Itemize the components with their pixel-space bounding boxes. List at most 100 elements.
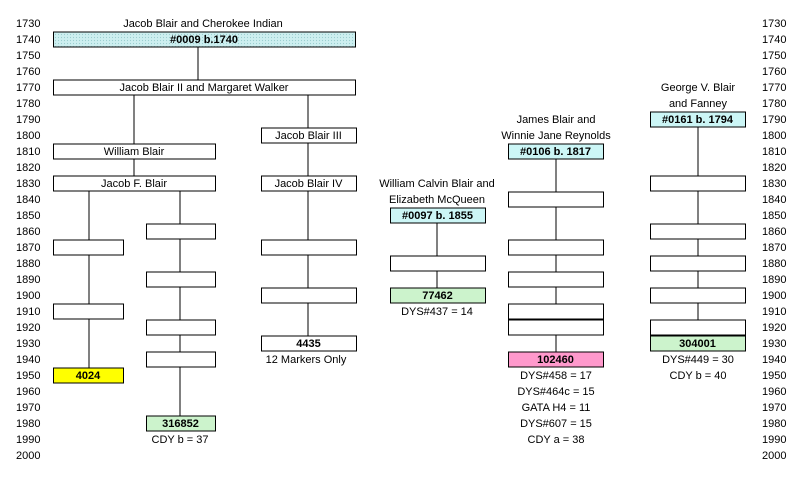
person-box [146,415,216,432]
year-label-left: 1990 [16,434,40,446]
annotation-labels: Jacob Blair and Cherokee Indian 12 Marker… [123,18,735,446]
person-box [508,239,604,256]
year-label-left: 2000 [16,450,40,462]
person-box-label: 304001 [679,338,716,350]
year-label-right: 1990 [762,434,786,446]
year-label-right: 1850 [762,210,786,222]
year-label-left: 1970 [16,402,40,414]
person-box [508,303,604,320]
year-label-left: 1750 [16,50,40,62]
year-label-left: 1830 [16,178,40,190]
person-box-label: 316852 [162,418,199,430]
annotation-label: James Blair and [517,114,596,126]
person-box [390,207,486,224]
year-label-left: 1820 [16,162,40,174]
person-box [508,191,604,208]
year-label-right: 1910 [762,306,786,318]
person-box-label: #0161 b. 1794 [662,114,734,126]
year-label-right: 1880 [762,258,786,270]
year-label-left: 1920 [16,322,40,334]
annotation-label: CDY b = 37 [152,434,209,446]
annotation-label: and Fanney [669,98,728,110]
person-box [650,223,746,240]
year-label-right: 1960 [762,386,786,398]
person-box [53,31,356,48]
annotation-label: DYS#437 = 14 [401,306,473,318]
year-label-right: 1860 [762,226,786,238]
person-box-label: 4435 [296,338,320,350]
year-label-right: 1730 [762,18,786,30]
year-label-left: 1960 [16,386,40,398]
year-label-right: 1740 [762,34,786,46]
annotation-label: DYS#458 = 17 [520,370,592,382]
person-box-label: Jacob Blair IV [275,178,344,190]
year-label-right: 1940 [762,354,786,366]
year-label-left: 1930 [16,338,40,350]
annotation-label: DYS#607 = 15 [520,418,592,430]
person-box-label: 102460 [537,354,574,366]
person-box-label: 77462 [422,290,453,302]
person-box [261,239,357,256]
year-label-left: 1730 [16,18,40,30]
annotation-label: 12 Markers Only [266,354,347,366]
year-label-right: 1820 [762,162,786,174]
person-box [261,127,357,144]
person-box [390,287,486,304]
person-box [390,255,486,272]
year-label-right: 1840 [762,194,786,206]
person-box [261,175,357,192]
year-label-right: 1830 [762,178,786,190]
person-box [650,255,746,272]
annotation-label: GATA H4 = 11 [522,402,591,414]
person-box [146,351,216,368]
person-box [261,287,357,304]
person-box-label: 4024 [76,370,101,382]
year-label-right: 1760 [762,66,786,78]
person-box [508,319,604,336]
year-label-left: 1870 [16,242,40,254]
person-box [650,287,746,304]
person-box [53,367,124,384]
year-label-right: 1800 [762,130,786,142]
annotation-label: CDY a = 38 [528,434,585,446]
year-label-right: 1810 [762,146,786,158]
person-box-label: William Blair [104,146,165,158]
year-label-left: 1840 [16,194,40,206]
year-label-left: 1900 [16,290,40,302]
year-label-left: 1880 [16,258,40,270]
year-label-left: 1950 [16,370,40,382]
year-label-left: 1860 [16,226,40,238]
annotation-label: Elizabeth McQueen [389,194,485,206]
person-box [53,175,216,192]
person-box [508,351,604,368]
year-label-right: 2000 [762,450,786,462]
year-label-left: 1760 [16,66,40,78]
annotation-label: DYS#449 = 30 [662,354,734,366]
year-label-left: 1770 [16,82,40,94]
person-box [650,111,746,128]
year-label-left: 1940 [16,354,40,366]
person-box [53,143,216,160]
person-box [146,271,216,288]
person-box [261,335,357,352]
year-label-left: 1850 [16,210,40,222]
year-label-right: 1870 [762,242,786,254]
annotation-label: Jacob Blair and Cherokee Indian [123,18,283,30]
year-label-left: 1980 [16,418,40,430]
year-label-left: 1910 [16,306,40,318]
person-box [53,239,124,256]
year-label-right: 1930 [762,338,786,350]
year-label-left: 1780 [16,98,40,110]
person-box [650,319,746,336]
year-label-right: 1890 [762,274,786,286]
person-box [650,175,746,192]
person-box [508,271,604,288]
year-label-right: 1790 [762,114,786,126]
person-box-label: #0009 b.1740 [170,34,238,46]
year-label-left: 1890 [16,274,40,286]
year-label-right: 1950 [762,370,786,382]
person-box-label: #0097 b. 1855 [402,210,473,222]
annotation-label: William Calvin Blair and [379,178,495,190]
